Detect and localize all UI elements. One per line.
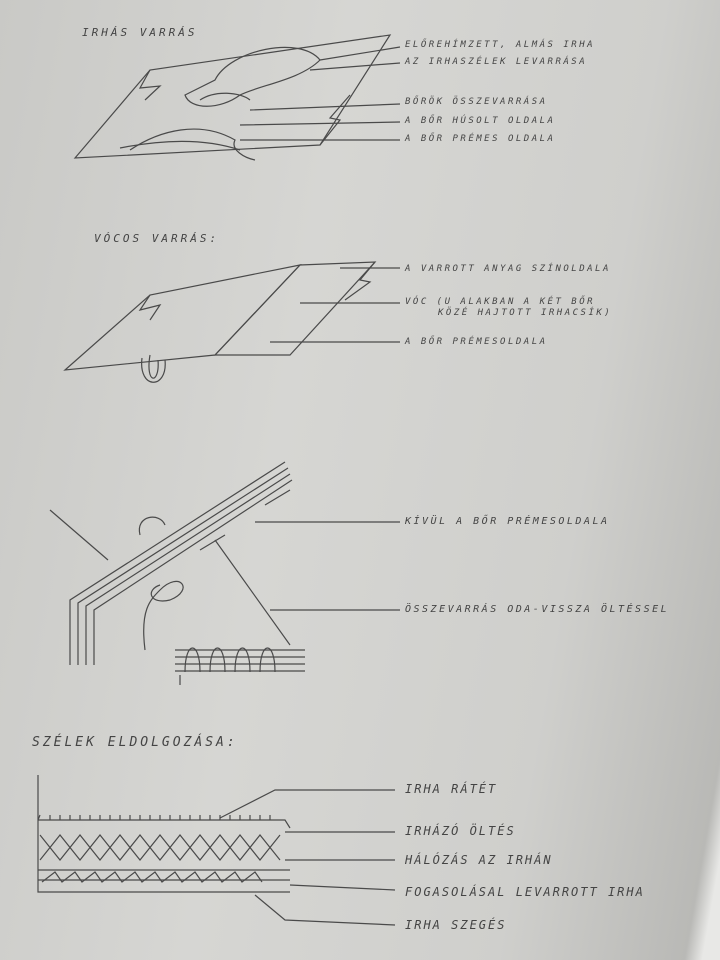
label: IRHÁZÓ ÖLTÉS — [405, 824, 516, 838]
szelek-drawing — [37, 775, 396, 926]
label: VÓC (U ALAKBAN A KÉT BŐR — [405, 297, 596, 307]
irhas-varras-drawing — [73, 34, 401, 161]
label: BŐRÖK ÖSSZEVARRÁSA — [405, 97, 548, 107]
label: A VARROTT ANYAG SZÍNOLDALA — [405, 264, 611, 274]
label: FOGASOLÁSAL LEVARROTT IRHA — [405, 885, 645, 899]
label: AZ IRHASZÉLEK LEVARRÁSA — [405, 57, 588, 67]
oda-vissza-drawing — [49, 461, 400, 685]
label: A BŐR PRÉMESOLDALA — [405, 337, 548, 347]
label: IRHA RÁTÉT — [405, 782, 498, 796]
label: HÁLÓZÁS AZ IRHÁN — [405, 853, 553, 867]
vocos-varras-drawing — [63, 261, 400, 383]
label: KÍVÜL A BŐR PRÉMESOLDALA — [405, 516, 610, 527]
label: ELŐREHÍMZETT, ALMÁS IRHA — [405, 40, 596, 50]
label: A BŐR PRÉMES OLDALA — [405, 134, 556, 144]
section-title-vocos-varras: VÓCOS VARRÁS: — [94, 232, 220, 245]
label: A BŐR HÚSOLT OLDALA — [405, 116, 556, 126]
section-title-szelek: SZÉLEK ELDOLGOZÁSA: — [32, 735, 238, 750]
label: KÖZÉ HAJTOTT IRHACSÍK) — [438, 308, 613, 318]
label: ÖSSZEVARRÁS ODA-VISSZA ÖLTÉSSEL — [405, 604, 670, 615]
section-title-irhas-varras: IRHÁS VARRÁS — [82, 26, 198, 39]
label: IRHA SZEGÉS — [405, 918, 507, 932]
